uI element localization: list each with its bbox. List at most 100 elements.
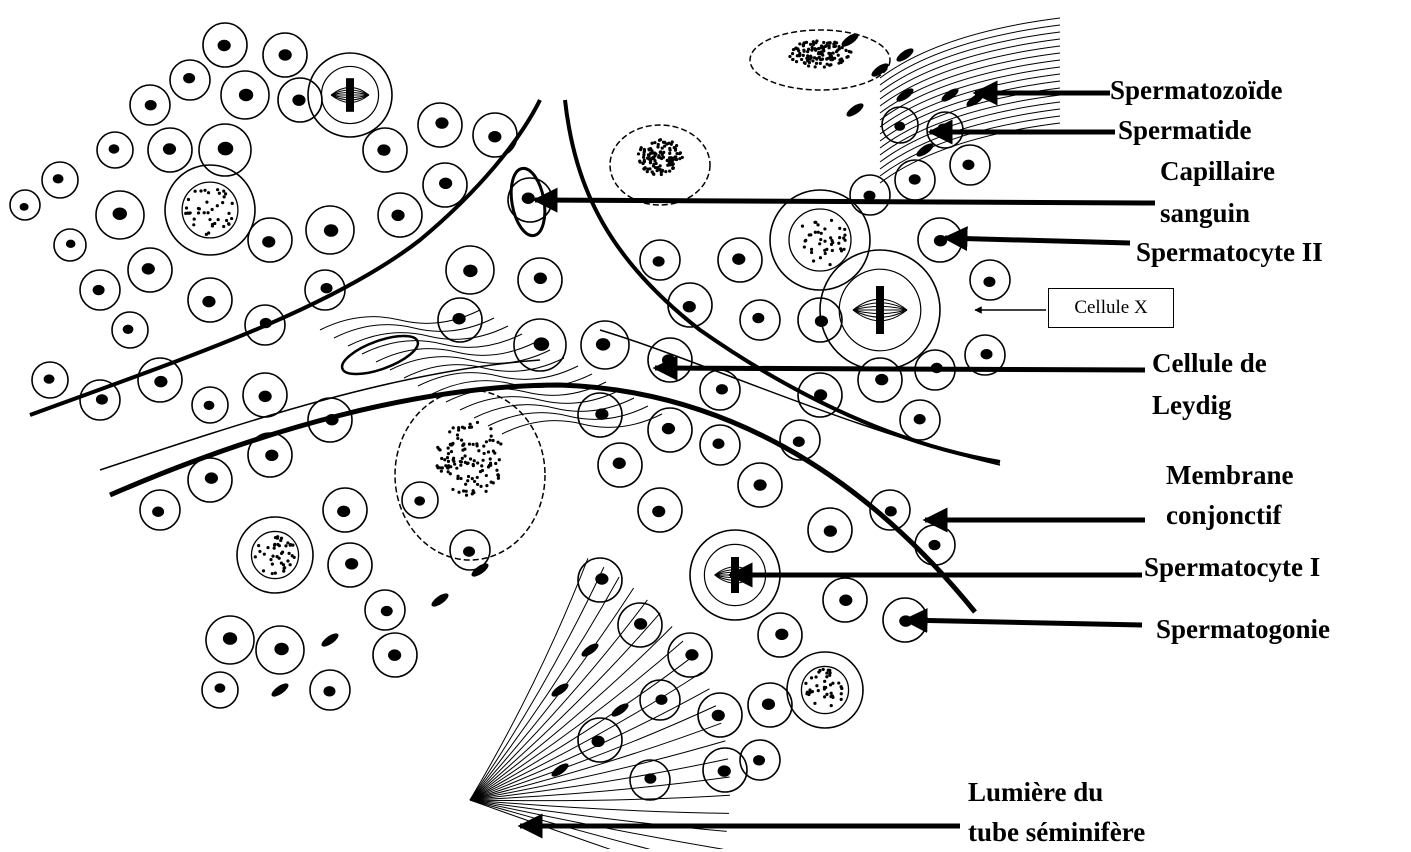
chromatin-dot [819, 238, 822, 241]
chromatin-dot [844, 239, 847, 242]
cell-nucleus [824, 525, 837, 536]
chromatin-dot [459, 477, 462, 480]
chromatin-dot [809, 43, 812, 46]
chromatin-dot [468, 443, 471, 446]
chromatin-dot [832, 45, 835, 48]
chromatin-dot [791, 58, 794, 61]
cell-nucleus [463, 265, 477, 277]
chromatin-dot [286, 541, 289, 544]
chromatin-dot [826, 63, 829, 66]
chromatin-dot [812, 259, 815, 262]
label-lumiere-line2: tube séminifère [968, 812, 1145, 852]
chromatin-dot [815, 684, 818, 687]
chromatin-dot [469, 457, 472, 460]
arrow-spermatogonie [905, 620, 1142, 625]
chromatin-dot [460, 460, 463, 463]
chromatin-dot [278, 557, 281, 560]
spermatozoon-head [845, 101, 866, 119]
chromatin-dot [807, 64, 810, 67]
chromatin-dot [455, 467, 458, 470]
chromatin-dot [652, 173, 655, 176]
chromatin-dot [829, 58, 832, 61]
label-lumiere-line1: Lumière du [968, 772, 1145, 812]
spermatozoon-head [320, 631, 341, 649]
chromatin-dot [225, 219, 228, 222]
chromatin-dot [485, 474, 488, 477]
cell-nucleus [983, 277, 995, 287]
chromatin-dot [489, 457, 492, 460]
chromatin-dot [440, 457, 443, 460]
chromatin-dot [652, 156, 655, 159]
chromatin-dot [274, 572, 277, 575]
cell-nucleus [875, 374, 888, 385]
chromatin-dot [817, 231, 820, 234]
label-capillaire-line1: Capillaire [1160, 150, 1275, 192]
chromatin-dot [817, 47, 820, 50]
chromatin-dot [837, 61, 840, 64]
chromatin-dot [447, 447, 450, 450]
chromatin-dot [487, 450, 490, 453]
cell-nucleus [321, 283, 333, 293]
chromatin-dot [464, 461, 467, 464]
chromatin-dot [284, 544, 287, 547]
cell-nucleus [653, 256, 665, 266]
cell-nucleus [345, 558, 358, 569]
chromatin-dot [468, 426, 471, 429]
cell-nucleus [914, 414, 926, 424]
chromatin-dot [810, 49, 813, 52]
chromatin-dot [823, 240, 826, 243]
chromatin-dot [453, 463, 456, 466]
chromatin-dot [263, 553, 266, 556]
chromatin-dot [467, 475, 470, 478]
label-capillaire-sanguin: Capillaire sanguin [1160, 150, 1275, 234]
chromatin-dot [492, 449, 495, 452]
chromatin-dot [222, 190, 225, 193]
chromatin-dot [472, 489, 475, 492]
chromatin-dot [659, 150, 662, 153]
chromatin-dot [803, 61, 806, 64]
label-spermatocyte-2: Spermatocyte II [1136, 236, 1323, 268]
chromatin-dot [803, 245, 806, 248]
chromatin-dot [193, 217, 196, 220]
chromatin-dot [205, 201, 208, 204]
chromatin-dot [218, 192, 221, 195]
cell-nucleus [154, 376, 167, 387]
chromatin-dot [653, 141, 656, 144]
chromatin-dot [810, 251, 813, 254]
chromatin-dot [492, 481, 495, 484]
spermatozoon-head [550, 681, 571, 699]
chromatin-dot [489, 462, 492, 465]
chromatin-dot [821, 57, 824, 60]
chromatin-dot [271, 562, 274, 565]
chromatin-dot [638, 160, 641, 163]
chromatin-dot [217, 218, 220, 221]
tissue-illustration [10, 18, 1060, 849]
chromatin-dot [668, 152, 671, 155]
chromatin-dot [807, 48, 810, 51]
chromatin-dot [823, 249, 826, 252]
cell-nucleus [435, 117, 448, 128]
chromatin-dot [644, 166, 647, 169]
cell-nucleus [488, 131, 501, 142]
cell-nucleus [388, 649, 401, 660]
chromatin-dot [262, 569, 265, 572]
chromatin-dot [825, 671, 828, 674]
chromatin-dot [222, 225, 225, 228]
chromatin-dot [820, 50, 823, 53]
chromatin-dot [825, 44, 828, 47]
cell-nucleus [215, 683, 226, 692]
chromatin-dot [652, 151, 655, 154]
chromatin-dot [443, 458, 446, 461]
chromatin-dot [460, 439, 463, 442]
chromatin-dot [488, 439, 491, 442]
chromatin-dot [451, 488, 454, 491]
chromatin-dot [280, 552, 283, 555]
cell-nucleus [662, 354, 675, 365]
chromatin-dot [479, 470, 482, 473]
chromatin-dot [831, 682, 834, 685]
chromatin-dot [815, 39, 818, 42]
cell-nucleus [239, 89, 253, 101]
chromatin-dot [473, 459, 476, 462]
cell-nucleus [685, 649, 698, 660]
chromatin-dot [802, 54, 805, 57]
